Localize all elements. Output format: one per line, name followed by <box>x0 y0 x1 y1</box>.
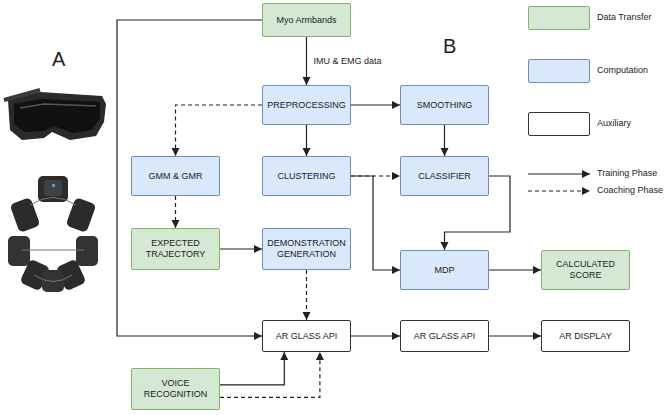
box-label: MDP <box>435 265 455 276</box>
box-label: EXPECTED TRAJECTORY <box>135 238 216 260</box>
legend-text: Computation <box>597 65 648 75</box>
box-label: AR GLASS API <box>414 331 476 342</box>
data-transfer-box: Myo Armbands <box>262 3 351 37</box>
box-label: VOICE RECOGNITION <box>135 378 216 400</box>
training-arrow <box>220 352 284 385</box>
box-label: DEMONSTRATION GENERATION <box>266 238 347 260</box>
data-transfer-box: VOICE RECOGNITION <box>131 368 220 410</box>
legend-text: Auxiliary <box>597 118 631 128</box>
panel-letter: B <box>443 35 456 58</box>
computation-box: CLUSTERING <box>262 156 351 196</box>
training-arrow <box>220 248 262 249</box>
legend-swatch <box>528 6 590 30</box>
legend-swatch <box>528 112 590 136</box>
auxiliary-box: AR DISPLAY <box>541 320 630 352</box>
legend-dashed-sample <box>528 190 590 191</box>
edge-label: IMU & EMG data <box>313 56 383 66</box>
legend-text: Coaching Phase <box>597 185 663 195</box>
box-label: Myo Armbands <box>276 15 336 26</box>
training-arrow <box>306 37 307 85</box>
computation-box: SMOOTHING <box>400 85 489 125</box>
box-label: AR GLASS API <box>276 331 338 342</box>
legend-text: Data Transfer <box>597 12 652 22</box>
box-label: AR DISPLAY <box>559 331 611 342</box>
legend-swatch <box>528 59 590 83</box>
coaching-arrow <box>176 105 263 156</box>
myo-armband <box>8 176 98 292</box>
box-label: CLUSTERING <box>277 171 335 182</box>
training-arrow <box>489 335 541 336</box>
data-transfer-box: EXPECTED TRAJECTORY <box>131 228 220 270</box>
computation-box: DEMONSTRATION GENERATION <box>262 228 351 270</box>
box-label: CLASSIFIER <box>418 171 471 182</box>
box-label: GMM & GMR <box>149 171 203 182</box>
coaching-arrow <box>175 196 176 228</box>
training-arrow <box>351 104 400 105</box>
auxiliary-box: AR GLASS API <box>262 320 351 352</box>
legend-text: Training Phase <box>597 168 657 178</box>
box-label: PREPROCESSING <box>267 100 346 111</box>
computation-box: GMM & GMR <box>131 156 220 196</box>
computation-box: MDP <box>400 250 489 290</box>
box-label: CALCULATED SCORE <box>545 259 626 281</box>
computation-box: CLASSIFIER <box>400 156 489 196</box>
auxiliary-box: AR GLASS API <box>400 320 489 352</box>
training-arrow <box>489 269 541 270</box>
computation-box: PREPROCESSING <box>262 85 351 125</box>
legend-solid-sample <box>528 173 590 174</box>
data-transfer-box: CALCULATED SCORE <box>541 250 630 290</box>
coaching-arrow <box>220 352 320 397</box>
training-arrow <box>351 335 400 336</box>
training-arrow <box>306 125 307 156</box>
training-arrow <box>117 20 262 336</box>
panel-letter: A <box>52 48 65 71</box>
training-arrow <box>351 176 400 270</box>
coaching-arrow <box>306 270 307 320</box>
box-label: SMOOTHING <box>417 100 473 111</box>
ar-glasses <box>4 90 106 140</box>
training-arrow <box>444 125 445 156</box>
